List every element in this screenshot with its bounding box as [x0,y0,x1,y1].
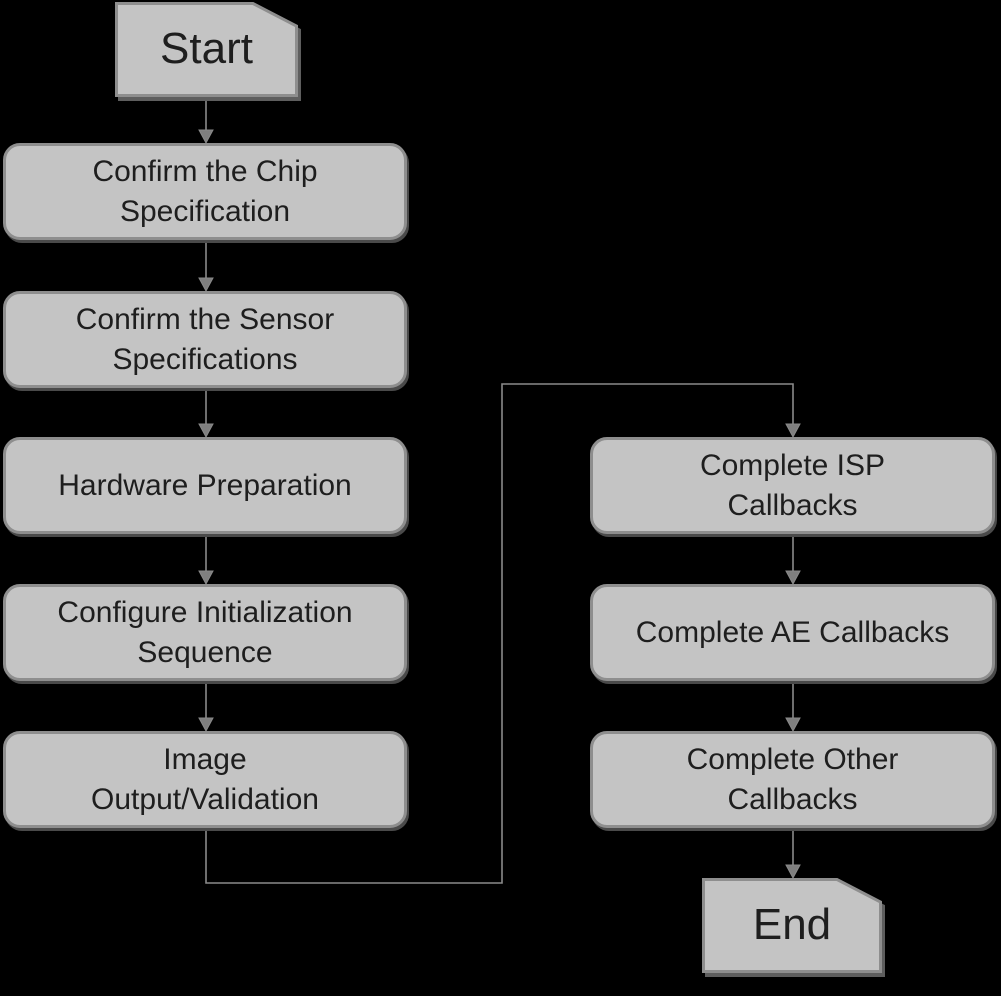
flow-node-complete-isp-callbacks: Complete ISP Callbacks [590,437,995,534]
arrow-configure-initialization-to-image-output [198,681,214,733]
arrow-complete-ae-to-complete-other [785,681,801,733]
node-label-hardware-preparation: Hardware Preparation [58,468,352,502]
node-label-complete-other-callbacks: Complete Other Callbacks [686,742,899,816]
arrow-complete-isp-to-complete-ae [785,534,801,586]
flow-node-confirm-chip-specification: Confirm the Chip Specification [3,143,407,240]
arrow-image-output-to-complete-isp [205,383,801,884]
node-label-start: Start [160,24,253,74]
node-label-confirm-chip-specification: Confirm the Chip Specification [92,154,318,228]
card-shape-end [702,878,882,973]
node-label-complete-isp-callbacks: Complete ISP Callbacks [699,448,886,522]
flow-node-configure-initialization-sequence: Configure Initialization Sequence [3,584,407,681]
flow-node-image-output-validation: Image Output/Validation [3,731,407,828]
flow-node-complete-other-callbacks: Complete Other Callbacks [590,731,995,828]
arrow-complete-other-to-end [785,828,801,880]
flow-node-complete-ae-callbacks: Complete AE Callbacks [590,584,995,681]
node-label-confirm-sensor-specifications: Confirm the Sensor Specifications [75,302,335,376]
node-label-end: End [752,900,832,950]
card-shape-start [115,2,298,97]
flow-node-start: Start [115,2,298,97]
arrow-start-to-confirm-chip [198,97,214,145]
flow-node-end: End [702,878,882,973]
arrow-confirm-sensor-to-hardware-preparation [198,388,214,439]
node-label-complete-ae-callbacks: Complete AE Callbacks [635,615,950,649]
node-label-configure-initialization-sequence: Configure Initialization Sequence [57,595,353,669]
arrow-confirm-chip-to-confirm-sensor [198,240,214,293]
flow-node-confirm-sensor-specifications: Confirm the Sensor Specifications [3,291,407,388]
flow-node-hardware-preparation: Hardware Preparation [3,437,407,534]
arrow-hardware-preparation-to-configure-initialization [198,534,214,586]
node-label-image-output-validation: Image Output/Validation [91,742,319,816]
